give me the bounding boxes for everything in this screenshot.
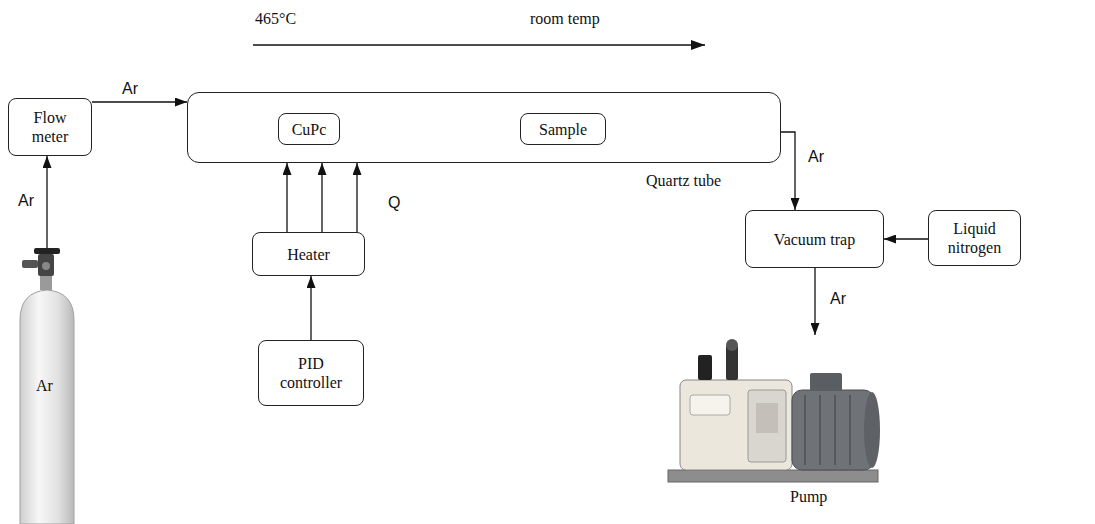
- pump-node: Pump: [660, 335, 885, 485]
- material-box: Sample: [520, 113, 606, 145]
- instrument-box: Flow meter: [8, 98, 92, 156]
- edge-label: Ar: [120, 80, 140, 98]
- flow-arrow: [884, 238, 928, 239]
- node-text: Pump: [790, 487, 827, 506]
- node-text: Flow meter: [19, 108, 81, 146]
- gradient-line: [253, 44, 705, 45]
- flow-arrow: [310, 276, 311, 340]
- material-box: CuPc: [278, 113, 340, 145]
- cylinder-node: Ar: [14, 248, 80, 524]
- edge-label: Ar: [16, 192, 36, 210]
- flow-arrow: [814, 268, 815, 335]
- vacuum-pump: [660, 335, 885, 485]
- flow-arrow: [46, 156, 47, 248]
- node-text: Liquid nitrogen: [937, 219, 1012, 257]
- flow-arrow: [356, 163, 357, 232]
- edge-label: Ar: [806, 148, 826, 166]
- coolant-box: Liquid nitrogen: [928, 210, 1021, 266]
- trap-box: Vacuum trap: [745, 210, 884, 268]
- node-text: Vacuum trap: [774, 230, 855, 249]
- node-text: Quartz tube: [646, 171, 721, 190]
- flow-arrow: [321, 163, 322, 232]
- flow-arrow: [781, 132, 795, 210]
- edge-label: Q: [386, 194, 402, 212]
- node-text: CuPc: [292, 120, 327, 139]
- flow-arrow: [286, 163, 287, 232]
- temperature-label: room temp: [528, 10, 602, 28]
- edge-label: Ar: [828, 290, 848, 308]
- node-text: Heater: [287, 245, 330, 264]
- node-text: Ar: [36, 376, 53, 395]
- node-text: Sample: [539, 120, 587, 139]
- node-text: PID controller: [271, 354, 351, 392]
- temperature-label: 465°C: [253, 10, 298, 28]
- controller-box: PID controller: [258, 340, 364, 406]
- flow-arrow: [92, 101, 187, 102]
- heater-box: Heater: [252, 232, 365, 276]
- quartz-tube: Quartz tubeCuPcSample: [187, 92, 781, 163]
